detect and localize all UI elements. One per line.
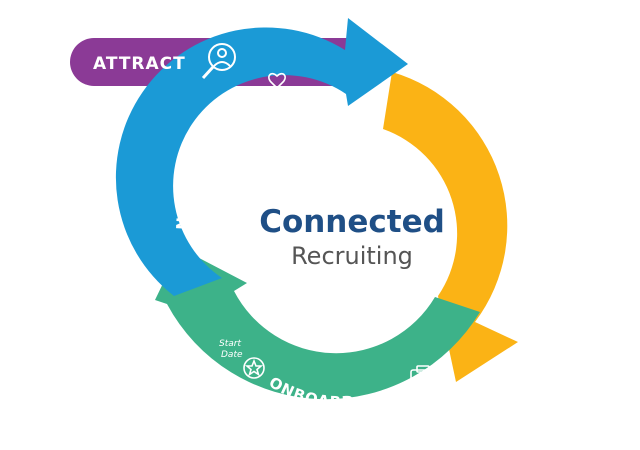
star-badge-icon (243, 357, 265, 379)
start-date-line1: Start (219, 339, 241, 349)
center-title: Connected (259, 204, 445, 240)
nurture-segment (115, 18, 408, 296)
attract-label: ATTRACT (93, 54, 186, 74)
hand-heart-icon (251, 72, 297, 109)
person-search-icon (201, 43, 236, 80)
start-date-line2: Date (221, 350, 243, 360)
onboard-segment (155, 248, 480, 400)
engage-segment (383, 72, 518, 382)
center-subtitle: Recruiting (291, 242, 413, 270)
clipboard-checklist-icon (410, 365, 436, 403)
nurture-label: NURTURE (173, 141, 219, 230)
envelope-chat-icon (509, 205, 548, 236)
